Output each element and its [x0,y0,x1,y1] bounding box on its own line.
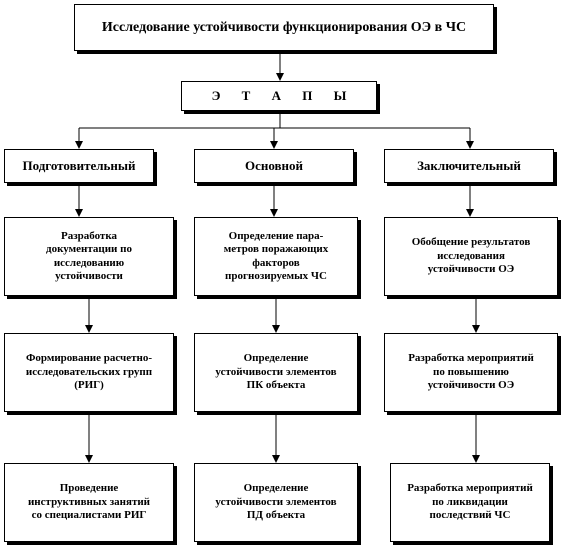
stages-label: Э Т А П Ы [181,81,377,111]
step-determine-hazard-parameters: Определение пара- метров поражающих факт… [194,217,358,296]
header-preparatory: Подготовительный [4,149,154,183]
header-main: Основной [194,149,354,183]
step-develop-stability-measures: Разработка мероприятий по повышению усто… [384,333,558,412]
step-develop-liquidation-measures: Разработка мероприятий по ликвидации пос… [390,463,550,542]
step-summarize-results: Обобщение результатов исследования устой… [384,217,558,296]
step-conduct-briefings: Проведение инструктивных занятий со спец… [4,463,174,542]
step-determine-pd-stability: Определение устойчивости элементов ПД об… [194,463,358,542]
header-final: Заключительный [384,149,554,183]
diagram-title: Исследование устойчивости функционирован… [74,4,494,51]
step-develop-documentation: Разработка документации по исследованию … [4,217,174,296]
step-determine-pk-stability: Определение устойчивости элементов ПК об… [194,333,358,412]
step-form-rig-groups: Формирование расчетно- исследовательских… [4,333,174,412]
